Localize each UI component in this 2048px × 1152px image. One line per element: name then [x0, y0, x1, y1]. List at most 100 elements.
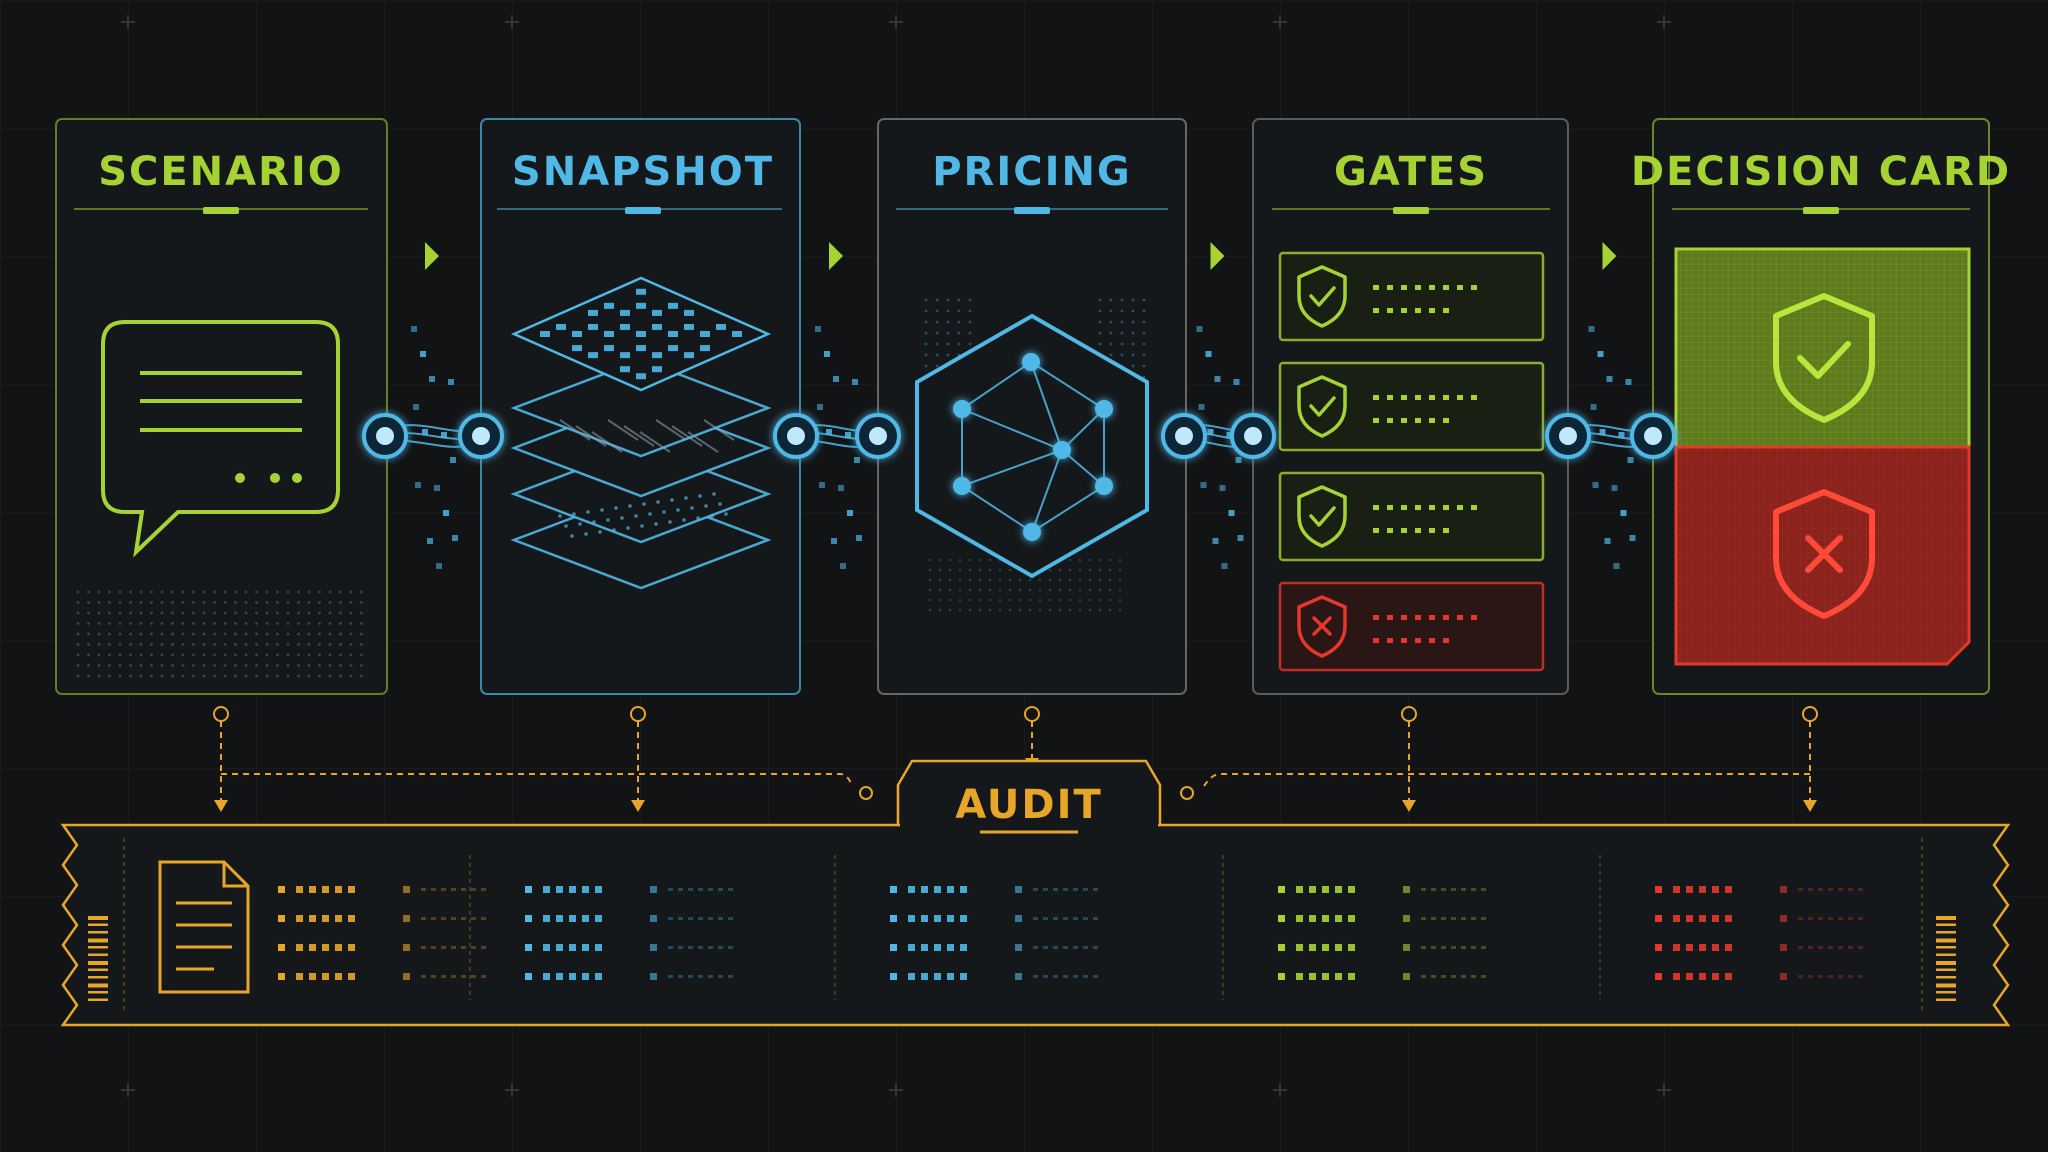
grid-dot [87, 622, 90, 625]
audit-record-dash [921, 944, 928, 951]
audit-record-faint-dash [421, 888, 426, 891]
grid-dot [1058, 578, 1062, 582]
grid-dot [349, 643, 353, 646]
grid-dot [244, 653, 248, 657]
grid-dot [97, 674, 101, 678]
audit-barcodes [88, 916, 1956, 1001]
grid-dot [1131, 320, 1135, 324]
grid-dot [339, 643, 342, 646]
audit-feed [1802, 706, 1818, 812]
grid-dot [202, 632, 206, 636]
audit-record-faint-dash [708, 946, 713, 949]
grid-dot [1118, 608, 1122, 612]
audit-record-dash [543, 973, 550, 980]
audit-record-faint-dash [1848, 946, 1853, 949]
audit-record-faint-dash [668, 888, 673, 891]
grid-dot [1142, 298, 1146, 302]
audit-record-faint-dash [688, 888, 693, 891]
grid-dot [958, 578, 962, 582]
gate-row-dash [1373, 418, 1379, 423]
layer-dot [718, 502, 722, 506]
grid-dot [924, 342, 928, 346]
audit-record-dash [1673, 886, 1680, 893]
grid-dot [297, 643, 300, 646]
shield-check-icon-mark [1309, 506, 1336, 527]
audit-record-dash [1296, 915, 1303, 922]
layer-pixel [620, 352, 630, 359]
audit-record-faint-dash [698, 888, 703, 891]
grid-dot [286, 611, 290, 615]
audit-feed-lines [213, 706, 1818, 812]
stage-pricing-title: PRICING [932, 149, 1132, 195]
audit-record-faint-dash [698, 975, 703, 978]
grid-dot [234, 590, 237, 594]
audit-record-dash [335, 973, 342, 980]
grid-dot [968, 558, 972, 562]
grid-dot [234, 664, 237, 667]
audit-record-faint-dash [1431, 917, 1436, 920]
grid-dot [928, 608, 932, 612]
grid-dot [202, 664, 206, 667]
grid-dot [948, 568, 952, 572]
chat-bubble-icon [101, 320, 340, 558]
audit-record-faint-dash [678, 975, 683, 978]
grid-dot [76, 653, 80, 657]
audit-record-bullet [1015, 944, 1022, 951]
audit-record-faint-dash [1431, 946, 1436, 949]
grid-dot [1028, 608, 1032, 612]
layer-pixel [652, 352, 662, 359]
grid-dot [286, 653, 290, 657]
gate-row-dash [1429, 395, 1435, 400]
shield-x-icon-mark [1312, 616, 1332, 636]
data-pixel [838, 485, 844, 491]
grid-dot [223, 653, 227, 657]
grid-dot [1109, 320, 1113, 324]
grid-dot [958, 608, 962, 612]
data-pixel [1219, 485, 1226, 491]
audit-record-dash [309, 886, 316, 893]
stage-connector [362, 242, 504, 569]
grid-dot [150, 653, 153, 657]
audit-record-faint-dash [1441, 946, 1446, 949]
grid-dot [928, 588, 932, 592]
layer-dot [668, 520, 672, 524]
audit-record-bullet [525, 886, 532, 893]
gate-row-dash [1401, 418, 1407, 423]
audit-record-dash [1322, 886, 1329, 893]
audit-record-dash [335, 886, 342, 893]
grid-dot [946, 342, 950, 346]
grid-dot [1008, 568, 1012, 572]
audit-record-faint-dash [718, 888, 723, 891]
audit-record-bullet [403, 915, 410, 922]
audit-record-dash [947, 886, 954, 893]
grid-dot [234, 632, 237, 636]
audit-record-bullet [1780, 915, 1787, 922]
grid-dot [935, 298, 939, 302]
grid-dot [276, 632, 279, 636]
gate-row-dash [1471, 285, 1477, 290]
audit-record-faint-dash [718, 946, 723, 949]
grid-dot [139, 653, 143, 657]
grid-dot [1131, 364, 1135, 368]
audit-record-bullet [278, 973, 285, 980]
audit-record-dash [556, 944, 563, 951]
audit-record-faint-dash [1043, 975, 1048, 978]
grid-dot [349, 611, 353, 615]
grid-dot [328, 590, 332, 594]
audit-record-column [890, 886, 1098, 980]
audit-bus-right [1203, 773, 1810, 787]
audit-record-bullet [1403, 944, 1410, 951]
grid-dot [139, 674, 143, 678]
grid-dot [192, 611, 195, 615]
grid-dot [938, 578, 942, 582]
data-pixel [1629, 535, 1636, 541]
audit-record-dash [1699, 944, 1706, 951]
grid-dot [265, 653, 269, 657]
grid-crosshairs [121, 15, 1671, 1097]
stage-connectors [362, 242, 1676, 569]
grid-dot [307, 622, 311, 625]
audit-record-faint-dash [1093, 888, 1098, 891]
grid-dot [276, 653, 279, 657]
grid-dot [1118, 588, 1122, 592]
